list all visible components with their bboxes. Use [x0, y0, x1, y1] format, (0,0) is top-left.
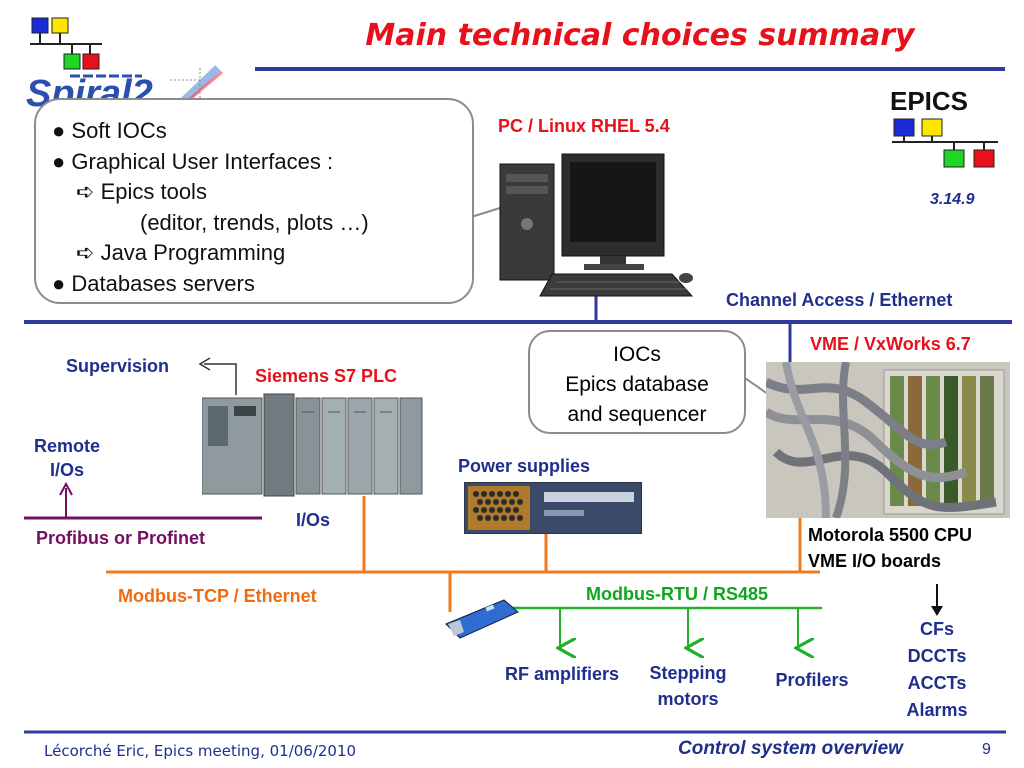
- vme-item: Alarms: [906, 700, 968, 720]
- ios-label: I/Os: [296, 510, 331, 530]
- pc-image: [496, 150, 702, 300]
- motorola-line: Motorola 5500 CPU: [808, 525, 973, 545]
- arrow-icon: ➪: [76, 179, 95, 204]
- remote-ios-label: Remote I/Os: [22, 434, 112, 482]
- java-item: ➪ Java Programming: [52, 238, 472, 269]
- iocs-line: IOCs: [613, 343, 661, 366]
- soft-iocs-list: ● Soft IOCs ● Graphical User Interfaces …: [52, 116, 472, 299]
- vme-item: CFs: [919, 619, 954, 639]
- pc-label: PC / Linux RHEL 5.4: [498, 116, 670, 136]
- stepping-motors-line: Stepping: [649, 663, 727, 683]
- rf-amplifiers-label: RF amplifiers: [504, 664, 620, 684]
- epics-logo-graphic: EPICS: [890, 86, 998, 168]
- power-supply-image: [463, 481, 643, 535]
- stepping-motors-line: motors: [657, 689, 719, 709]
- siemens-label: Siemens S7 PLC: [255, 366, 398, 386]
- stepping-motors-label: Stepping motors: [628, 660, 748, 712]
- pc-illustration: [499, 153, 694, 297]
- vme-item: DCCTs: [907, 646, 967, 666]
- vme-crate-illustration: [763, 361, 1010, 520]
- remote-ios-line: Remote: [33, 436, 100, 456]
- vme-crate-image: [763, 361, 1010, 520]
- modbus-tcp-label: Modbus-TCP / Ethernet: [118, 586, 317, 606]
- iocs-line: and sequencer: [567, 403, 707, 426]
- epics-tools-label: Epics tools: [100, 179, 207, 204]
- footer-right: Control system overview: [678, 738, 903, 759]
- supervision-arrow: [204, 363, 237, 395]
- epics-version: 3.14.9: [930, 191, 975, 208]
- arrow-icon: ➪: [76, 240, 95, 265]
- vme-label: VME / VxWorks 6.7: [810, 334, 971, 354]
- remote-ios-line: I/Os: [49, 460, 84, 480]
- supervision-label: Supervision: [66, 356, 170, 376]
- power-supplies-label: Power supplies: [458, 456, 591, 476]
- motorola-line: VME I/O boards: [808, 551, 942, 571]
- java-label: Java Programming: [100, 240, 286, 265]
- iocs-line: Epics database: [565, 373, 709, 396]
- soft-iocs-bubble: [34, 98, 474, 304]
- epics-logo: EPICS: [888, 84, 1003, 179]
- motorola-label: Motorola 5500 CPU VME I/O boards: [808, 522, 972, 574]
- epics-tools-detail: (editor, trends, plots …): [140, 209, 369, 235]
- epics-tools-item: ➪ Epics tools: [52, 177, 472, 208]
- plc-image: [201, 392, 424, 498]
- profilers-label: Profilers: [775, 670, 849, 690]
- channel-access-label: Channel Access / Ethernet: [726, 290, 953, 310]
- modbus-rtu-label: Modbus-RTU / RS485: [586, 584, 769, 604]
- plc-illustration: [201, 393, 423, 497]
- databases-item: ● Databases servers: [52, 270, 255, 296]
- title-rule: [255, 67, 1005, 71]
- vme-item: ACCTs: [907, 673, 967, 693]
- gui-item: ● Graphical User Interfaces :: [52, 148, 334, 174]
- gateway-illustration: [445, 599, 519, 639]
- profibus-label: Profibus or Profinet: [36, 528, 206, 548]
- soft-iocs-item: ● Soft IOCs: [52, 118, 167, 143]
- gateway-image: [444, 598, 520, 640]
- power-supply-illustration: [463, 481, 643, 535]
- iocs-bubble: IOCs Epics database and sequencer: [528, 330, 746, 434]
- page-number: 9: [982, 741, 991, 758]
- epics-logo-text: EPICS: [890, 86, 968, 116]
- footer-left: Lécorché Eric, Epics meeting, 01/06/2010: [44, 742, 357, 760]
- vme-items-list: CFs DCCTs ACCTs Alarms: [882, 616, 992, 724]
- page-title: Main technical choices summary: [365, 18, 915, 53]
